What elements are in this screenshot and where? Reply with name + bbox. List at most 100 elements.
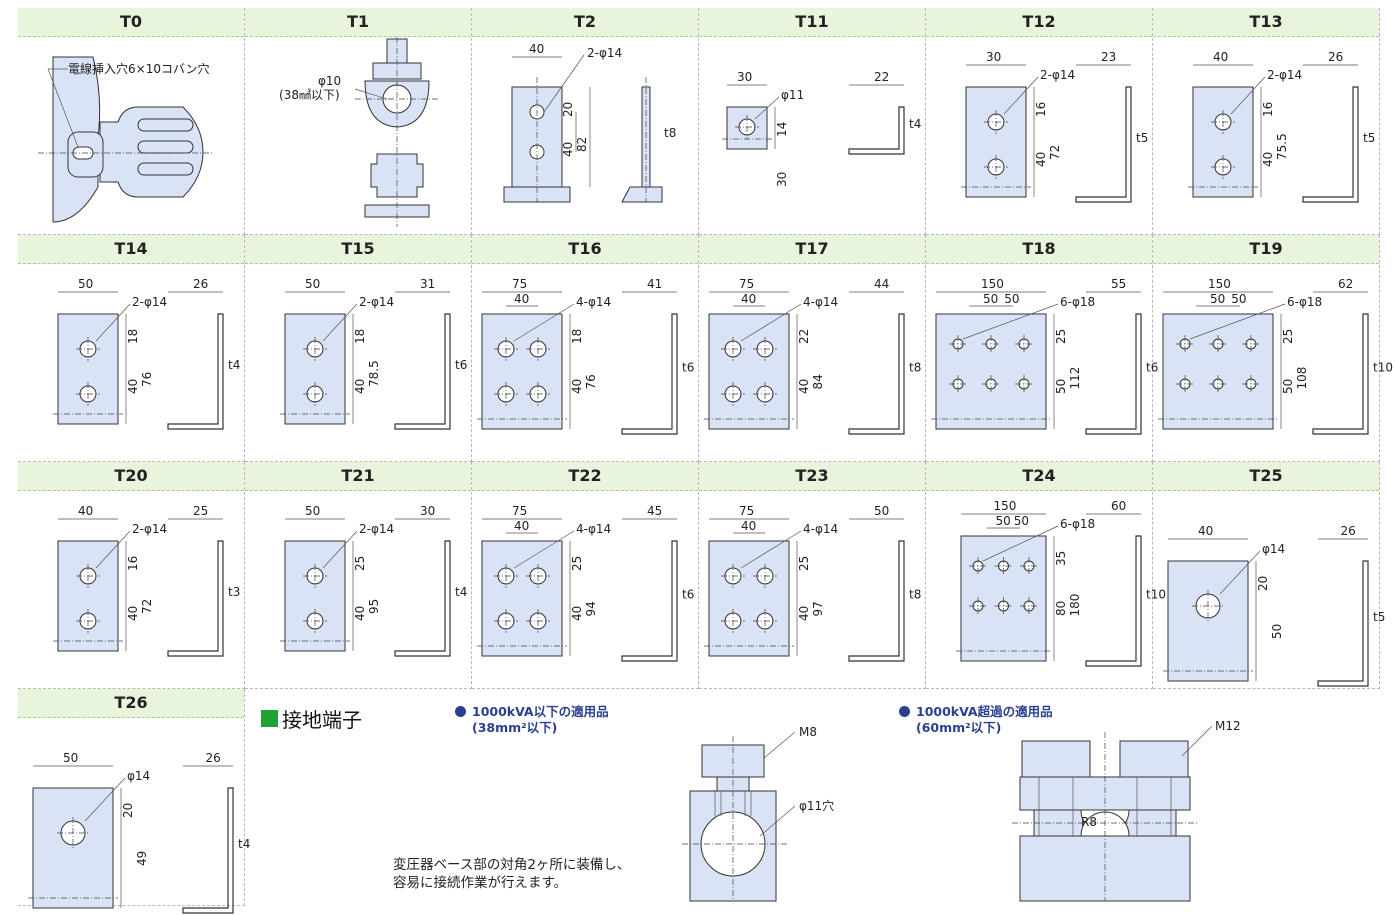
dim-d3: 72 [140, 599, 154, 614]
hole-spec: 2-φ14 [1040, 68, 1075, 82]
dim-d1: 20 [561, 102, 575, 117]
leg-length: 62 [1338, 277, 1353, 291]
hole-spec: 4-φ14 [803, 522, 838, 536]
hole-spec: 4-φ14 [576, 295, 611, 309]
width-dim: 75 [739, 277, 754, 291]
bullet-icon [899, 706, 910, 717]
leg-length: 44 [874, 277, 889, 291]
leg-length: 45 [647, 504, 662, 518]
thickness: t10 [1146, 588, 1166, 602]
dim-d2: 40 [1261, 152, 1275, 167]
leg-length: 31 [420, 277, 435, 291]
terminal-header: T22 [472, 462, 698, 491]
terminal-header: T11 [699, 8, 925, 37]
dim-d2: 80 [1054, 601, 1068, 616]
hole-pitch-dim: 50 [983, 292, 998, 306]
thickness: t8 [909, 361, 921, 375]
terminal-header: T0 [18, 8, 244, 37]
hole-spec: 2-φ14 [359, 522, 394, 536]
dim-d3: 50 [1270, 624, 1284, 639]
thickness: t5 [1363, 131, 1375, 145]
terminal-header: T14 [18, 235, 244, 264]
terminal-header: T17 [699, 235, 925, 264]
terminal-header: T21 [245, 462, 471, 491]
width-dim: 75 [512, 504, 527, 518]
dim-d1: 18 [353, 329, 367, 344]
leg-length: 41 [647, 277, 662, 291]
thickness: t4 [455, 585, 467, 599]
thickness: t3 [228, 585, 240, 599]
dim-d1: 25 [1054, 329, 1068, 344]
width-dim: 40 [1198, 524, 1213, 538]
terminal-header: T23 [699, 462, 925, 491]
dim-d3: 78.5 [367, 360, 381, 387]
width-dim: 150 [981, 277, 1004, 291]
width-dim: 30 [737, 70, 752, 84]
hole-spec: 2-φ14 [1267, 68, 1302, 82]
terminal-header: T19 [1153, 235, 1379, 264]
width-dim: 50 [78, 277, 93, 291]
width-dim: 40 [1213, 50, 1228, 64]
thickness: t6 [682, 588, 694, 602]
dim-d1: 16 [126, 556, 140, 571]
dim-d3: 82 [575, 137, 589, 152]
leg-length: 50 [874, 504, 889, 518]
dim-d2: 40 [561, 142, 575, 157]
width-dim: 40 [78, 504, 93, 518]
dim-d2: 40 [126, 606, 140, 621]
thickness: t5 [1373, 610, 1385, 624]
hole-spec: φ11 [781, 88, 804, 102]
hole-pitch-dim: 40 [741, 519, 756, 533]
terminal-header: T24 [926, 462, 1152, 491]
terminal-header: T20 [18, 462, 244, 491]
dim-d3: 76 [140, 372, 154, 387]
terminal-header: T15 [245, 235, 471, 264]
thickness: t8 [909, 588, 921, 602]
leg-length: 25 [193, 504, 208, 518]
leg-length: 23 [1101, 50, 1116, 64]
dim-d3: 84 [811, 374, 825, 389]
terminal-header: T13 [1153, 8, 1379, 37]
hole-pitch-dim: 50 [996, 514, 1011, 528]
width-dim: 150 [994, 499, 1017, 513]
terminal-drawing: 電線挿入穴6×10コバン穴 [38, 56, 213, 223]
large-radius-label: R8 [1081, 815, 1097, 829]
large-application-note: 1000kVA超過の適用品(60mm²以下) [899, 704, 1053, 736]
dim-d2: 50 [1054, 379, 1068, 394]
thickness: t6 [1146, 361, 1158, 375]
terminal-header: T12 [926, 8, 1152, 37]
dim-d1: 20 [121, 803, 135, 818]
hole-pitch-dim-2: 50 [1004, 292, 1019, 306]
wire-hole-note: 電線挿入穴6×10コバン穴 [68, 61, 210, 76]
thickness: t4 [238, 837, 250, 851]
leg-length: 26 [1328, 50, 1343, 64]
dim-d3: 75.5 [1275, 133, 1289, 160]
dim-d3: 97 [811, 601, 825, 616]
width-dim: 40 [529, 42, 544, 56]
leg-length: 30 [420, 504, 435, 518]
hole-spec: 4-φ14 [803, 295, 838, 309]
hole-spec: 6-φ18 [1287, 295, 1322, 309]
terminal-header: T2 [472, 8, 698, 37]
thickness: t6 [682, 361, 694, 375]
